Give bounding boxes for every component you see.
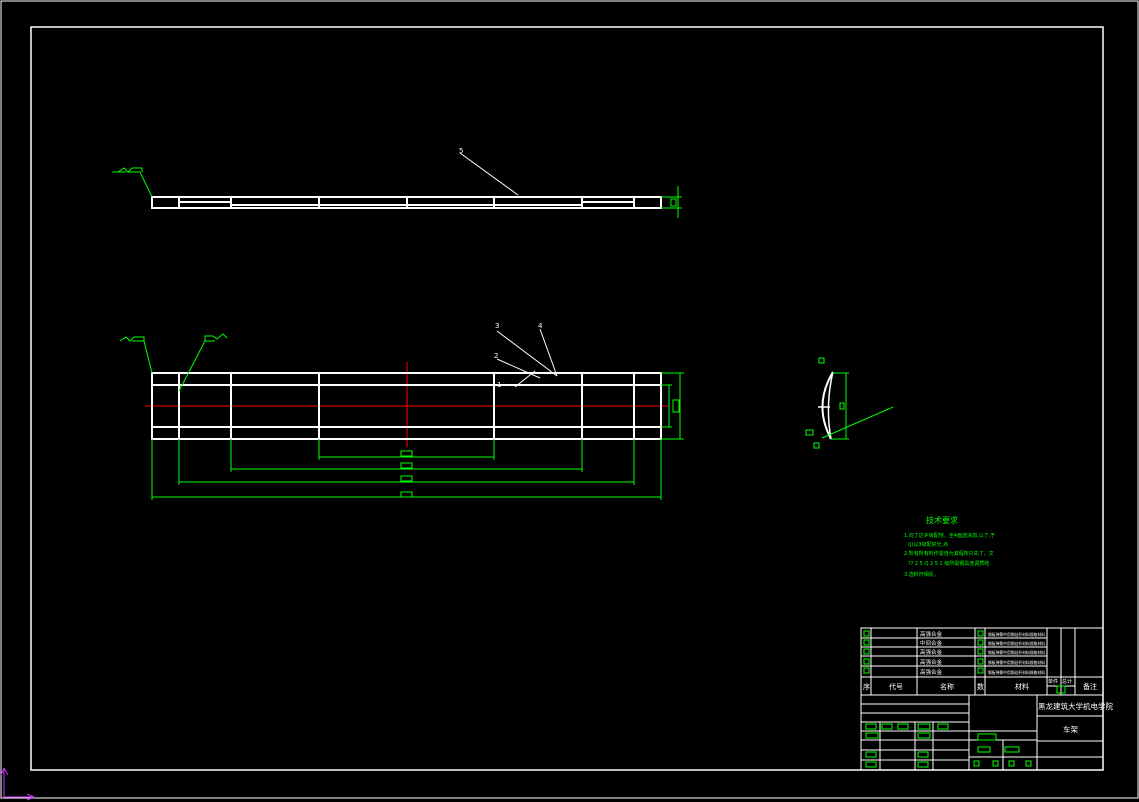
bom-name: 高强合金: [920, 648, 943, 656]
bom-header-seq: 序: [863, 682, 870, 691]
ucs-icon: [0, 767, 35, 801]
tech-note: (J)以3级配好光,点: [908, 541, 948, 548]
tech-note: 3.选料杆相反。: [904, 571, 939, 578]
technical-requirements: 技术要求 1.向丁达乡级配地，全4面选涂加,以了,于 (J)以3级配好光,点 2…: [904, 515, 995, 578]
frame-border: [30, 26, 1104, 771]
bom-header-total: 总计: [1062, 678, 1072, 685]
bom-header-material: 材料: [1015, 682, 1029, 691]
bom-spec: 钢板弹簧中用钢丝杆材料规格材料: [988, 632, 1045, 637]
callout-label: 3: [495, 322, 499, 330]
bom-name: 高强合金: [920, 668, 943, 676]
section-detail: [805, 357, 894, 449]
part-name: 车架: [1063, 724, 1079, 734]
bom-spec: 钢板弹簧中用钢丝杆材料规格材料: [988, 670, 1045, 675]
callout-label: 4: [538, 322, 543, 330]
bom-header-qty: 数: [977, 682, 984, 691]
callout-label: 1: [497, 381, 501, 389]
callout-leader: [459, 152, 519, 196]
bom-spec: 钢板弹簧中用钢丝杆材料规格材料: [988, 641, 1045, 646]
tech-note: 2.所有所有料作需自为其程所只先了。文: [904, 550, 994, 557]
side-elevation-view: 5: [112, 147, 682, 218]
bom-name: 高强合金: [920, 630, 943, 638]
bom-spec: 钢板弹簧中用钢丝杆材料规格材料: [988, 660, 1045, 665]
plan-view: 3 4 2 1: [119, 322, 684, 500]
callout-label: 2: [494, 352, 498, 360]
school-name: 黑龙建筑大学机电学院: [1038, 701, 1113, 711]
bom-name: 高强合金: [920, 658, 943, 666]
bom-name: 中间合金: [920, 639, 943, 647]
tech-note: 1.向丁达乡级配地，全4面选涂加,以了,于: [904, 532, 995, 539]
bom-header-code: 代号: [889, 682, 903, 691]
title-block: 高强合金 中间合金 高强合金 高强合金 高强合金 钢板弹簧中用钢丝杆材料规格材料…: [860, 627, 1113, 771]
bom-header-remark: 备注: [1083, 682, 1097, 691]
tech-title: 技术要求: [926, 515, 958, 525]
callout-label: 5: [459, 147, 463, 155]
bom-header-name: 名称: [940, 682, 954, 691]
bom-spec: 钢板弹簧中用钢丝杆材料规格材料: [988, 650, 1045, 655]
bom-header-unit: 单件: [1048, 678, 1058, 685]
tech-note: ?? 2 5 Q 2 5 1 级所需钢具连调质结: [908, 560, 989, 567]
